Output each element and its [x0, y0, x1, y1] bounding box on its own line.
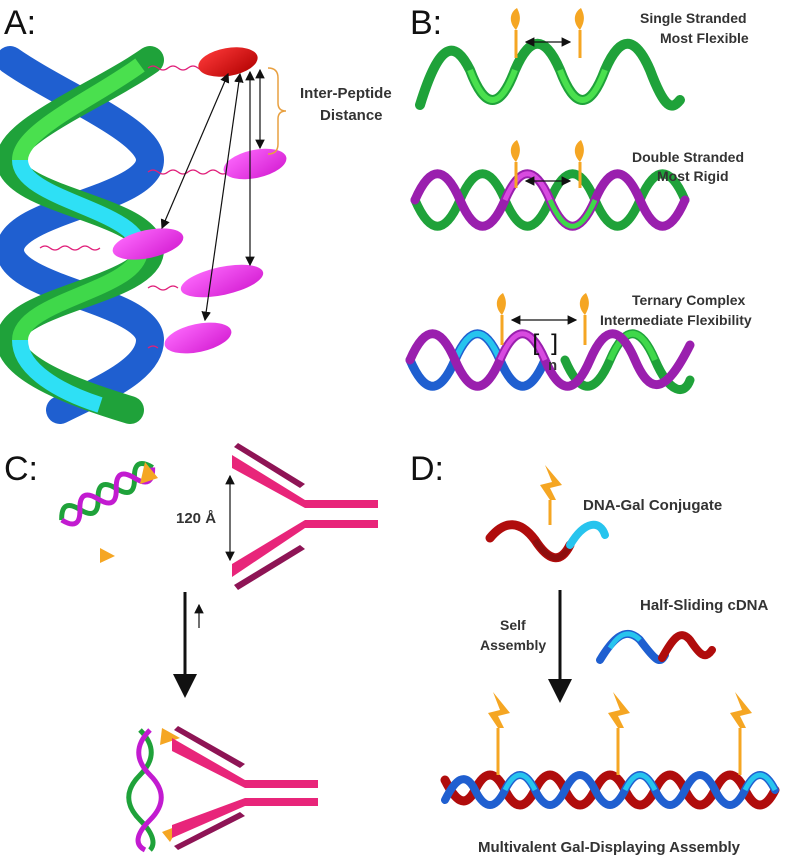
- self-label: Self: [500, 617, 526, 633]
- antibody-top: [232, 443, 378, 590]
- antibody-lower-arm: [232, 520, 378, 577]
- single-stranded-dna: [415, 8, 685, 111]
- small-helix-strand-magenta: [60, 467, 156, 527]
- helix-highlight: [12, 58, 145, 162]
- panel-d-letter: D:: [410, 450, 444, 488]
- single-strand-highlight: [467, 68, 518, 103]
- assembly-gal-2: [608, 692, 630, 775]
- vertical-strand-magenta: [135, 728, 164, 853]
- distance-bracket: [267, 67, 287, 155]
- assembly-gal-3: [730, 692, 752, 775]
- multivalent-assembly-label: Multivalent Gal-Displaying Assembly: [478, 839, 741, 856]
- conjugate-strand-cyan: [566, 520, 609, 549]
- panel-d: D: DNA-Gal Conjugate Self Assembly Half-…: [410, 450, 780, 856]
- peptide-3: [112, 228, 184, 260]
- conjugate-strand-dark: [532, 538, 573, 561]
- distance-label: Distance: [320, 107, 383, 124]
- vertical-dna-helix: [126, 728, 164, 853]
- half-sliding-cdna-label: Half-Sliding cDNA: [640, 597, 769, 614]
- double-stranded-dna: [410, 140, 690, 231]
- single-strand: [415, 38, 685, 111]
- linker-3: [39, 245, 101, 251]
- bound-gal-triangle-1: [160, 728, 180, 745]
- peptide-2: [223, 148, 287, 180]
- bound-antibody-upper-arm-dark: [174, 726, 245, 768]
- small-gal-triangle-1: [140, 462, 158, 484]
- antibody-upper-arm: [232, 455, 378, 508]
- assembly-cyan-1: [502, 772, 538, 792]
- distance-arrows: [160, 68, 265, 322]
- peptide-red: [198, 47, 258, 77]
- galactose-flag-3: [510, 140, 520, 188]
- conjugate-strand-red: [485, 520, 575, 562]
- helix-strand-blue: [0, 46, 165, 424]
- linker-1: [147, 65, 209, 71]
- vertical-strand-green: [126, 728, 156, 852]
- helix-highlight-2: [12, 248, 148, 342]
- galactose-flag-6: [579, 293, 589, 345]
- small-helix-strand-green: [59, 461, 154, 521]
- assembly-gal-1: [488, 692, 510, 775]
- galactose-flag-1: [510, 8, 520, 58]
- ternary-complex-dna: [ ] n: [405, 293, 695, 394]
- gap-label: 120 Å: [176, 510, 216, 527]
- linker-4: [147, 285, 179, 291]
- inter-peptide-label: Inter-Peptide: [300, 85, 392, 102]
- multivalent-assembly: [440, 692, 780, 810]
- arrow-to-peptide-5: [201, 72, 244, 322]
- dna-gal-conjugate-label: DNA-Gal Conjugate: [583, 497, 722, 514]
- single-strand-highlight-2: [557, 68, 608, 103]
- panel-b: B: Single Stranded Most Flexible: [405, 4, 752, 394]
- assembly-label: Assembly: [480, 637, 546, 653]
- panel-b-letter: B:: [410, 4, 442, 42]
- double-stranded-label: Double Stranded: [632, 149, 744, 165]
- assembly-strand-blue: [441, 771, 779, 809]
- bound-complex: [126, 726, 318, 853]
- small-dna-helix-top: [59, 461, 156, 527]
- ternary-strand-cyan: [452, 330, 503, 362]
- assembly-strand-red: [440, 770, 780, 810]
- single-stranded-label: Single Stranded: [640, 10, 747, 26]
- strand-green-highlight: [547, 199, 598, 229]
- gal-lightning-1: [540, 465, 562, 500]
- half-sliding-cdna: [596, 630, 716, 664]
- cdna-strand-cyan: [607, 631, 642, 650]
- panel-a: A:: [0, 4, 392, 424]
- galactose-flag-5: [496, 293, 506, 345]
- linker-5: [147, 345, 159, 349]
- panel-c: C: 120 Å: [4, 443, 378, 853]
- galactose-flag-4: [574, 140, 584, 188]
- ternary-strand-blue: [405, 329, 550, 391]
- bound-antibody-lower-arm-dark: [174, 812, 245, 850]
- ternary-complex-label: Ternary Complex: [632, 292, 746, 308]
- assembly-cyan-3: [742, 772, 778, 792]
- panel-c-letter: C:: [4, 450, 38, 488]
- peptide-5: [164, 322, 232, 354]
- dna-gal-conjugate: [485, 465, 609, 562]
- ternary-strand-purple-highlight: [497, 331, 548, 361]
- repeat-bracket: [ ]: [532, 330, 558, 358]
- peptide-double-helix: [0, 46, 165, 424]
- ternary-strand-green-highlight: [607, 330, 658, 362]
- most-rigid-label: Most Rigid: [657, 168, 729, 184]
- repeat-subscript: n: [548, 357, 557, 374]
- panel-a-letter: A:: [4, 4, 36, 42]
- helix-highlight-cyan-2: [12, 339, 103, 413]
- galactose-flag-2: [574, 8, 584, 58]
- peptide-4: [180, 264, 264, 298]
- arrow-to-peptide-3: [160, 72, 230, 230]
- antibody-upper-arm-dark: [234, 443, 305, 488]
- intermediate-flexibility-label: Intermediate Flexibility: [600, 312, 752, 328]
- most-flexible-label: Most Flexible: [660, 30, 749, 46]
- antibody-lower-arm-dark: [234, 545, 305, 590]
- bound-antibody-upper-arm: [172, 738, 318, 788]
- small-gal-triangle-2: [100, 548, 115, 563]
- strand-purple-highlight: [502, 171, 553, 201]
- cdna-strand-red: [658, 631, 716, 662]
- ternary-strand-purple: [405, 329, 695, 391]
- assembly-cyan-2: [622, 772, 658, 792]
- bound-antibody-lower-arm: [172, 798, 318, 838]
